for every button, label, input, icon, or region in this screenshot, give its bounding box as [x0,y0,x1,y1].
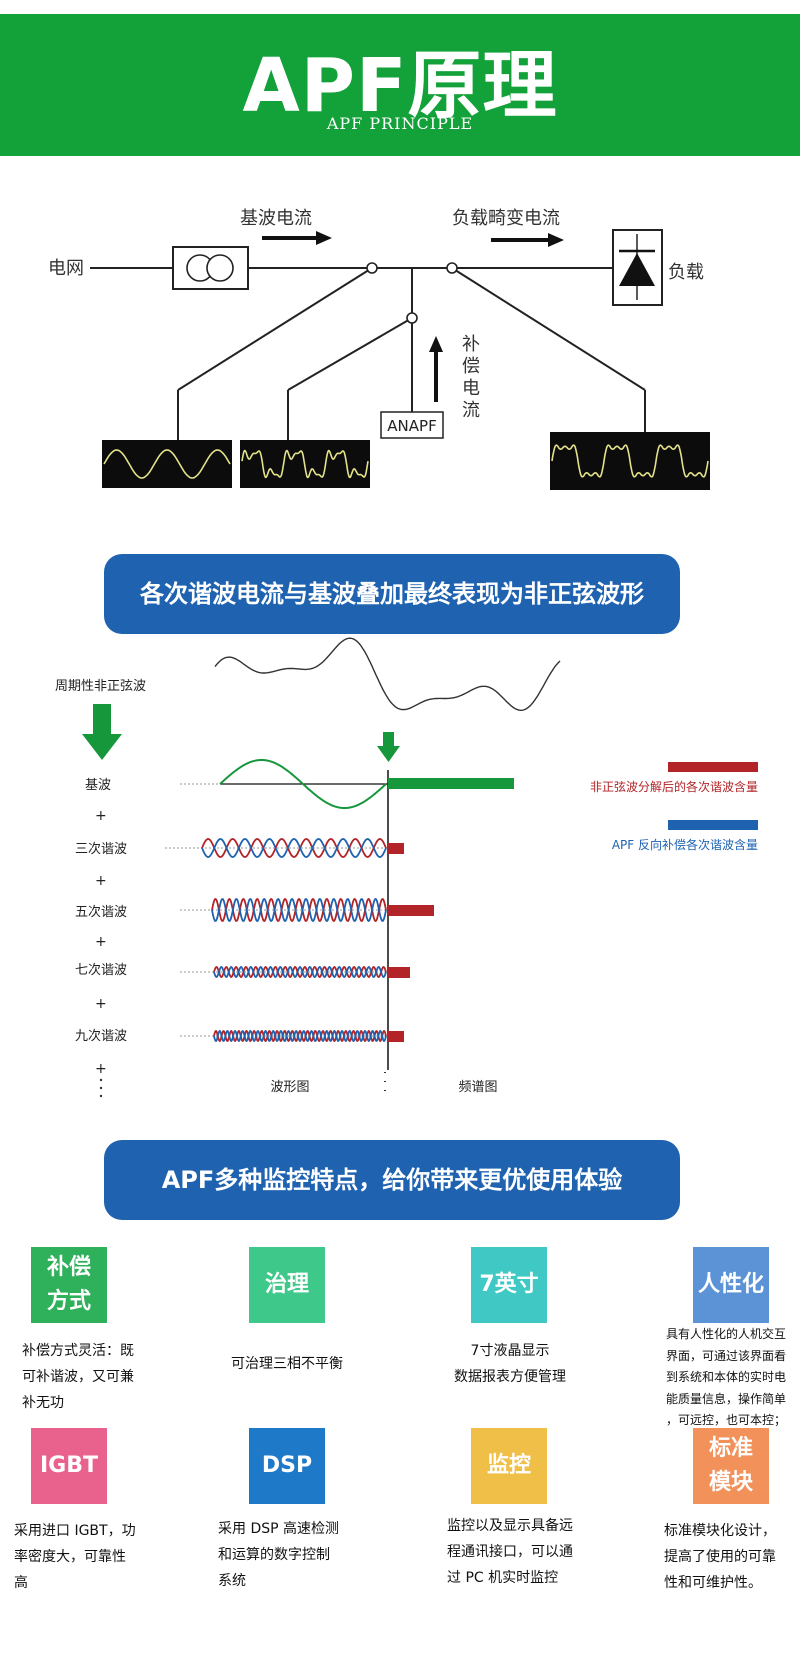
row-label-fundamental: 基波 [85,778,111,793]
fundamental-spectrum-bar [388,778,514,789]
feature-tile-governance: 治理 [249,1247,325,1323]
waveform-label: 波形图 [270,1080,309,1095]
plus-sign: + [95,934,107,950]
5th-harmonic-wave-blue [211,898,387,922]
row-label-5th: 五次谐波 [75,904,127,920]
periodic-wave-label: 周期性非正弦波 [55,678,146,694]
3rd-harmonic-wave-red [201,838,387,858]
fundamental-waveform [219,759,387,809]
legend-blue-label: APF 反向补偿各次谐波含量 [612,837,758,852]
feature-desc-igbt: 采用进口 IGBT，功率密度大，可靠性高 [14,1523,136,1591]
3rd-harmonic-bar [388,843,404,854]
fundamental-current-label: 基波电流 [240,208,312,229]
feature-tile-igbt: IGBT [31,1428,107,1504]
feature-tile-humanized: 人性化 [693,1247,769,1323]
5th-harmonic-bar [388,905,434,916]
section2-title: APF多种监控特点，给你带来更优使用体验 [104,1140,680,1220]
5th-harmonic-wave-red [211,898,387,922]
spectrum-label: 频谱图 [458,1080,497,1095]
feature-tile-standard-module: 标准模块 [693,1428,769,1504]
legend-blue-swatch [668,820,758,830]
feature-desc-governance: 可治理三相不平衡 [231,1356,343,1372]
feature-tile-dsp: DSP [249,1428,325,1504]
apf-device-label: ANAPF [387,417,436,435]
down-arrow-icon [82,734,122,760]
harmonic-decomposition-diagram: 周期性非正弦波 基波 三次谐波 五次谐波 七次谐波 九次谐波 + + + + +… [55,637,758,1098]
feature-tile-compensation: 补偿方式 [31,1247,107,1323]
load-distorted-current-label: 负载畸变电流 [452,208,560,229]
feature-desc-compensation: 补偿方式灵活：既可补谐波，又可兼补无功 [22,1343,134,1411]
feature-desc-standard-module: 标准模块化设计，提高了使用的可靠性和可维护性。 [664,1523,776,1591]
7th-harmonic-bar [388,967,410,978]
legend-red-swatch [668,762,758,772]
feature-desc-dsp: 采用 DSP 高速检测和运算的数字控制系统 [218,1521,340,1589]
section1-title: 各次谐波电流与基波叠加最终表现为非正弦波形 [104,554,680,634]
plus-sign: + [95,996,107,1012]
page-title: APF原理 [242,43,558,129]
row-label-3rd: 三次谐波 [75,841,127,857]
down-arrow-icon [377,746,400,762]
plus-sign: + [95,808,107,824]
9th-harmonic-bar [388,1031,404,1042]
plus-sign: + [95,1061,107,1077]
feature-desc-7inch: 7寸液晶显示数据报表方便管理 [454,1343,566,1385]
load-label: 负载 [668,262,704,283]
9th-harmonic-wave-blue [213,1029,387,1043]
page-subtitle: APF PRINCIPLE [326,114,474,133]
oscilloscope-traces [102,432,710,490]
feature-tile-monitoring: 监控 [471,1428,547,1504]
7th-harmonic-wave-blue [213,966,387,978]
periodic-nonsinusoidal-wave [214,637,561,711]
feature-desc-monitoring: 监控以及显示具备远程通讯接口，可以通过 PC 机实时监控 [447,1518,573,1586]
feature-tile-7inch: 7英寸 [471,1247,547,1323]
header-banner: APF原理 APF PRINCIPLE [0,14,800,156]
compensation-current-label: 补偿电流 [462,334,480,421]
7th-harmonic-wave-red [213,966,387,978]
row-label-7th: 七次谐波 [75,962,127,978]
legend-red-label: 非正弦波分解后的各次谐波含量 [590,779,758,794]
3rd-harmonic-wave-blue [201,838,387,858]
grid-label: 电网 [48,258,84,279]
feature-desc-humanized: 具有人性化的人机交互界面，可通过该界面看到系统和本体的实时电能质量信息，操作简单… [666,1327,787,1428]
9th-harmonic-wave-red [213,1029,387,1043]
plus-sign: + [95,873,107,889]
row-label-9th: 九次谐波 [75,1028,127,1044]
apf-principle-diagram: ANAPF 电网 基波电流 负载畸变电流 负载 补偿电流 [48,208,710,490]
